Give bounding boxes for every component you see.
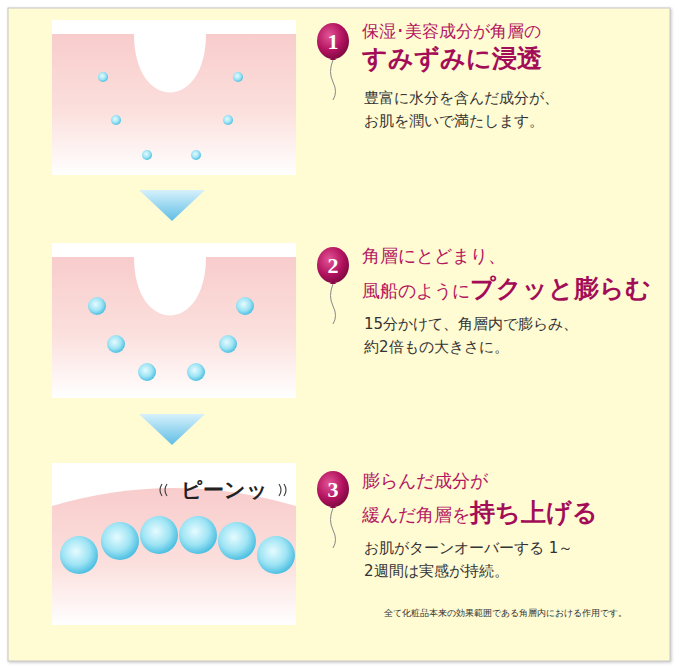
footnote: 全て化粧品本来の効果範囲である角層内における作用です。 — [384, 607, 627, 620]
step-heading: 緩んだ角層を — [362, 504, 470, 526]
step-body: 豊富に水分を含んだ成分が、 お肌を潤いで満たします。 — [364, 87, 604, 133]
step-item: 1 保湿･美容成分が角層のすみずみに浸透豊富に水分を含んだ成分が、 お肌を潤いで満… — [317, 18, 604, 133]
step-heading: すみずみに浸透 — [362, 44, 542, 74]
skin-panel — [52, 243, 296, 398]
down-triangle — [139, 190, 205, 221]
number-balloon — [317, 23, 349, 100]
step-body: お肌がターンオーバーする 1～2週間は実感が持続。 — [364, 537, 604, 583]
step-item: 3 膨らんだ成分が緩んだ角層を持ち上げるお肌がターンオーバーする 1～2週間は実感… — [317, 466, 604, 583]
step-heading: 持ち上げる — [470, 498, 598, 528]
step-heading: プクッと膨らむ — [470, 274, 651, 304]
skin-panel — [52, 463, 296, 625]
step-body: 15分かけて、角層内で膨らみ、 約2倍もの大きさに。 — [364, 313, 604, 359]
sound-effect: ピーンッ — [181, 476, 268, 504]
skin-panel — [52, 20, 296, 175]
number-balloon — [317, 471, 349, 548]
background-panel — [8, 8, 670, 661]
callout-number: 2 — [317, 252, 349, 280]
callout-number: 3 — [317, 476, 349, 504]
number-balloon — [317, 247, 349, 324]
step-heading: 膨らんだ成分が — [362, 470, 488, 492]
step-heading: 保湿･美容成分が角層の — [362, 21, 541, 41]
step-heading: 風船のように — [362, 280, 470, 302]
step-heading: 角層にとどまり、 — [362, 245, 506, 267]
step-item: 2 角層にとどまり、風船のようにプクッと膨らむ 15分かけて、角層内で膨らみ、 約2… — [317, 242, 651, 359]
callout-number: 1 — [317, 28, 349, 56]
down-triangle — [139, 414, 205, 445]
